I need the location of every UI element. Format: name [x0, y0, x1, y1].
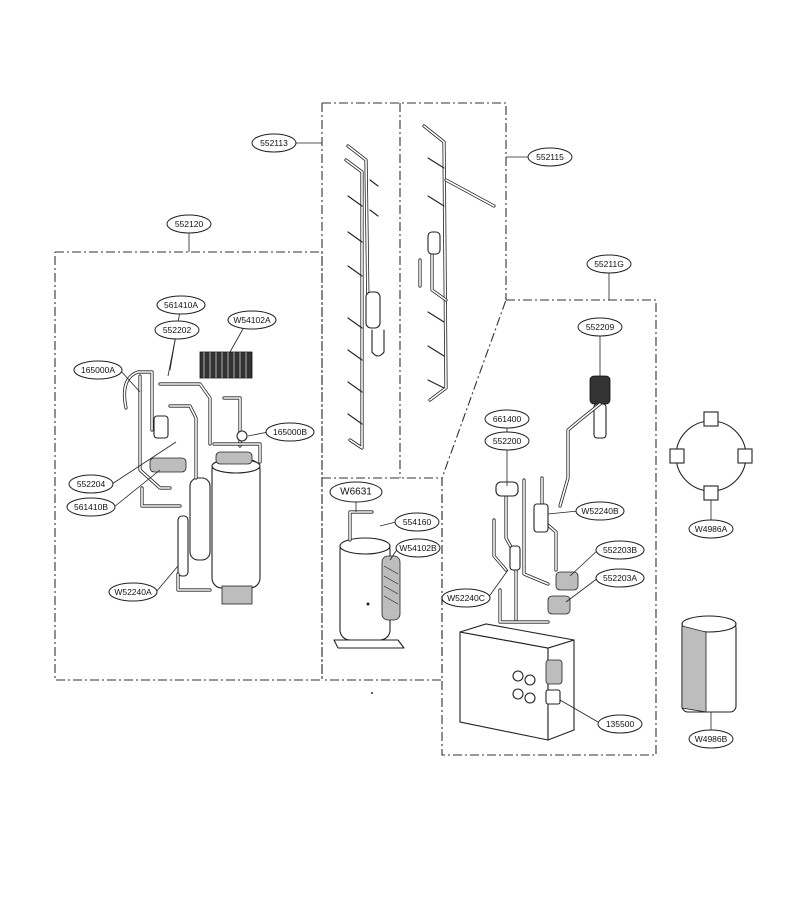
boundary-pipe-panel — [322, 102, 507, 300]
svg-text:55211G: 55211G — [594, 259, 624, 269]
callout-W4986A: W4986A — [688, 519, 734, 539]
callout-165000A: 165000A — [73, 360, 123, 380]
svg-text:552204: 552204 — [77, 479, 106, 489]
svg-text:W54102A: W54102A — [233, 315, 271, 325]
callout-W52240A: W52240A — [108, 582, 158, 602]
svg-text:552113: 552113 — [260, 138, 288, 148]
boundary-55211G — [441, 299, 657, 756]
pipe-assembly-552115 — [418, 124, 496, 402]
svg-text:165000B: 165000B — [273, 427, 307, 437]
svg-text:552120: 552120 — [175, 219, 204, 229]
svg-text:552209: 552209 — [586, 322, 615, 332]
callout-135500: 135500 — [597, 714, 643, 734]
callout-W6631: W6631 — [329, 481, 383, 503]
valve-assembly-55211G — [459, 375, 611, 741]
svg-text:552203B: 552203B — [603, 545, 637, 555]
callout-552200: 552200 — [484, 431, 530, 451]
callout-W52240C: W52240C — [441, 588, 491, 608]
svg-text:W6631: W6631 — [340, 487, 372, 498]
svg-text:W52240C: W52240C — [447, 593, 485, 603]
callout-552203A: 552203A — [595, 568, 645, 588]
svg-text:W4986B: W4986B — [695, 734, 728, 744]
callout-552120: 552120 — [166, 214, 212, 234]
svg-text:552115: 552115 — [536, 152, 564, 162]
cover-W4986B — [681, 615, 737, 730]
svg-text:135500: 135500 — [606, 719, 635, 729]
callout-165000B: 165000B — [265, 422, 315, 442]
svg-text:165000A: 165000A — [81, 365, 115, 375]
leader-lines — [111, 142, 601, 723]
svg-text:552200: 552200 — [493, 436, 522, 446]
callout-55211G: 55211G — [586, 254, 632, 274]
callout-552204: 552204 — [68, 474, 114, 494]
callout-W52240B: W52240B — [575, 501, 625, 521]
svg-text:552203A: 552203A — [603, 573, 637, 583]
svg-text:W52240B: W52240B — [581, 506, 619, 516]
svg-text:552202: 552202 — [163, 325, 192, 335]
svg-text:W52240A: W52240A — [114, 587, 152, 597]
svg-text:W4986A: W4986A — [695, 524, 728, 534]
callout-552209: 552209 — [577, 317, 623, 337]
callout-552203B: 552203B — [595, 540, 645, 560]
boundary-552120 — [54, 251, 323, 681]
group-boundaries — [54, 102, 657, 756]
callout-W54102A: W54102A — [227, 310, 277, 330]
svg-text:661400: 661400 — [493, 414, 522, 424]
svg-text:W54102B: W54102B — [399, 543, 437, 553]
pipe-assembly-552113 — [344, 144, 385, 450]
callout-552113: 552113 — [251, 133, 297, 153]
callout-W4986B: W4986B — [688, 729, 734, 749]
svg-text:561410B: 561410B — [74, 502, 108, 512]
svg-text:554160: 554160 — [403, 517, 432, 527]
callout-561410A: 561410A — [156, 295, 206, 315]
callout-552202: 552202 — [154, 320, 200, 340]
callout-552115: 552115 — [527, 147, 573, 167]
callout-561410B: 561410B — [66, 497, 116, 517]
ring-W4986A — [669, 411, 753, 520]
refrigerant-assembly-552120 — [122, 351, 262, 605]
svg-text:561410A: 561410A — [164, 300, 198, 310]
callout-661400: 661400 — [484, 409, 530, 429]
callout-554160: 554160 — [394, 512, 440, 532]
callout-W54102B: W54102B — [395, 538, 441, 558]
compressor-assembly — [333, 510, 405, 649]
